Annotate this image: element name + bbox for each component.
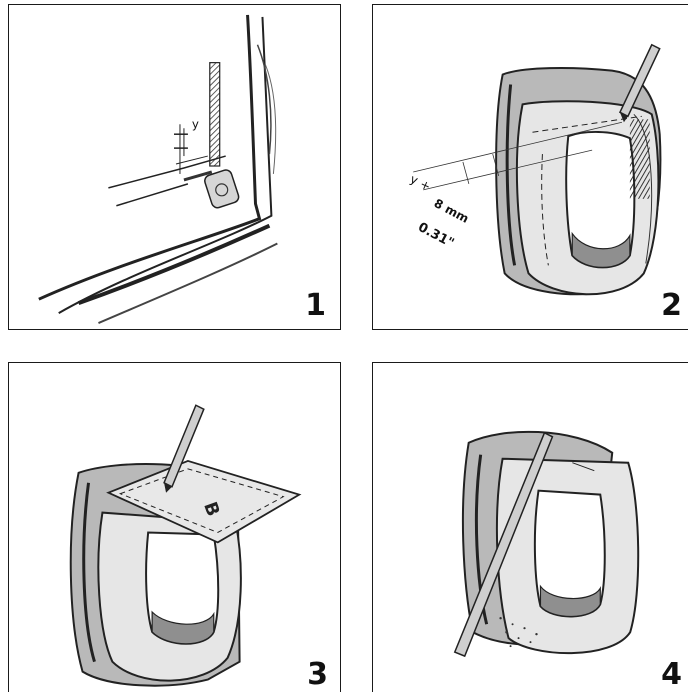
step-3-illustration: B — [69, 404, 302, 687]
step-2-inch-label: 0.31" — [415, 220, 456, 251]
step-1-number: 1 — [305, 288, 326, 323]
step-2-number: 2 — [661, 288, 682, 323]
step-2-y-label: y — [408, 172, 420, 188]
step-3-panel: B 3 — [8, 362, 341, 692]
template-letter: B — [199, 499, 223, 519]
step-2-plus-label: + — [418, 177, 433, 194]
step-1-panel: y 1 — [8, 4, 341, 330]
step-2-mm-label: 8 mm — [432, 196, 471, 226]
step-4-panel: 4 — [372, 362, 688, 692]
step-4-number: 4 — [661, 657, 682, 692]
step-1-illustration: y — [38, 14, 278, 324]
step-2-panel: y + 8 mm 0.31" 2 — [372, 4, 688, 330]
step-1-y-label: y — [192, 117, 199, 131]
step-2-illustration: y + 8 mm 0.31" — [408, 43, 662, 296]
step-4-illustration — [453, 430, 640, 658]
step-3-number: 3 — [307, 657, 328, 692]
